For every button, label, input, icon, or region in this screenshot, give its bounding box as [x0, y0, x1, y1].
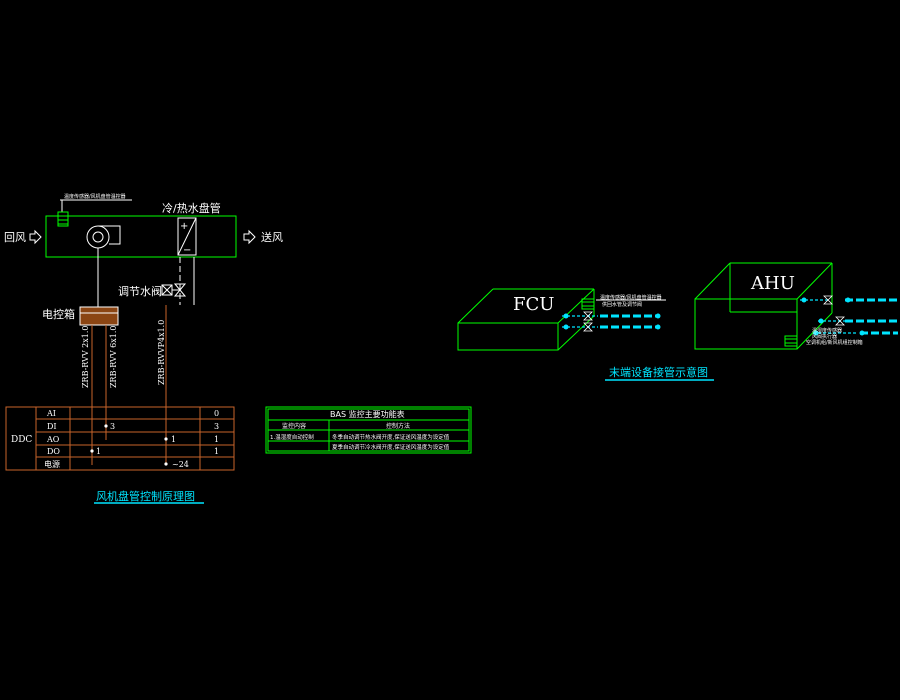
sensor-note: 温度传感器/风机盘管温控器	[64, 193, 126, 200]
ddc-count-do: 1	[214, 447, 219, 456]
fcu-valve-2-icon	[583, 322, 593, 332]
fcu-schematic: 温度传感器/风机盘管温控器 + − 冷/热水盘管 回风 送风 调节水阀	[4, 193, 283, 504]
bas-row-method-1: 冬季自动调节热水阀开度,保证送风温度为设定值	[332, 433, 450, 441]
control-box	[79, 306, 119, 326]
ddc-count-ai: 0	[214, 409, 219, 418]
supply-air-label: 送风	[261, 230, 283, 244]
cable-label-1: ZRB-RVV 2x1.0	[81, 326, 90, 388]
valve-label: 调节水阀	[118, 284, 162, 298]
ddc-mark-ao: 1	[171, 435, 176, 444]
ahu-sensor-icon	[784, 335, 798, 347]
ddc-mark-power: ~24	[172, 460, 189, 469]
ddc-row-di: DI	[47, 422, 57, 431]
cable-label-2: ZRB-RVV 6x1.0	[109, 326, 118, 388]
ddc-mark-di: 3	[110, 422, 115, 431]
temperature-sensor-icon	[57, 211, 69, 227]
ddc-row-do: DO	[47, 447, 60, 456]
ahu-valve-2-icon	[835, 316, 845, 326]
ahu-pipes	[800, 295, 898, 336]
fcu-unit-box	[45, 215, 237, 258]
bas-table-title: BAS 监控主要功能表	[330, 409, 405, 419]
bas-header-item: 监控内容	[282, 422, 306, 430]
bas-table: BAS 监控主要功能表 监控内容 控制方法 1.温湿度自动控制 冬季自动调节热水…	[265, 406, 472, 454]
ddc-row-ao: AO	[46, 435, 60, 444]
ddc-table: DDC AI DI AO DO 电源 0 3 1 1 3 1 1 ~24	[5, 406, 235, 471]
fan-icon	[86, 225, 121, 249]
ddc-label: DDC	[11, 435, 32, 445]
ahu-valve-icon	[823, 295, 833, 305]
coil-minus: −	[183, 245, 191, 256]
fcu-note-2: 供回水管及调节阀	[602, 301, 642, 308]
ddc-row-power: 电源	[44, 459, 60, 469]
ddc-mark-do: 1	[96, 447, 101, 456]
supply-air-arrow-icon	[243, 229, 256, 245]
terminal-diagram: FCU 温度传感器/风机盘管温控器 供回水管及调节阀	[457, 262, 898, 381]
ahu-note-3: 空调机组/新风机组控制箱	[806, 339, 863, 346]
fcu-valve-icon	[583, 311, 593, 321]
control-box-label: 电控箱	[42, 307, 75, 321]
fcu-caption: 风机盘管控制原理图	[96, 489, 195, 503]
coil-icon	[177, 217, 197, 256]
valve-icon	[173, 283, 187, 297]
fcu-pipes	[562, 311, 661, 332]
return-air-arrow-icon	[29, 229, 42, 245]
ahu-note-1: 温湿度传感器	[812, 327, 842, 334]
bas-row-item: 1.温湿度自动控制	[270, 433, 314, 441]
ddc-count-ao: 1	[214, 435, 219, 444]
ddc-row-ai: AI	[46, 409, 56, 418]
coil-label: 冷/热水盘管	[162, 201, 221, 215]
terminal-caption: 末端设备接管示意图	[609, 365, 708, 379]
cable-label-3: ZRB-RVVP4x1.0	[157, 320, 166, 385]
ahu-label: AHU	[750, 273, 795, 294]
ddc-count-di: 3	[214, 422, 219, 431]
fcu-label: FCU	[513, 294, 554, 315]
bas-row-method-2: 夏季自动调节冷水阀开度,保证送风温度为设定值	[332, 443, 450, 451]
fcu-note-1: 温度传感器/风机盘管温控器	[600, 294, 662, 301]
return-air-label: 回风	[4, 231, 26, 244]
coil-plus: +	[180, 221, 188, 232]
bas-header-method: 控制方法	[386, 422, 410, 430]
fcu-sensor-icon	[581, 298, 595, 310]
ahu-note-2: 风阀执行器	[812, 333, 837, 340]
